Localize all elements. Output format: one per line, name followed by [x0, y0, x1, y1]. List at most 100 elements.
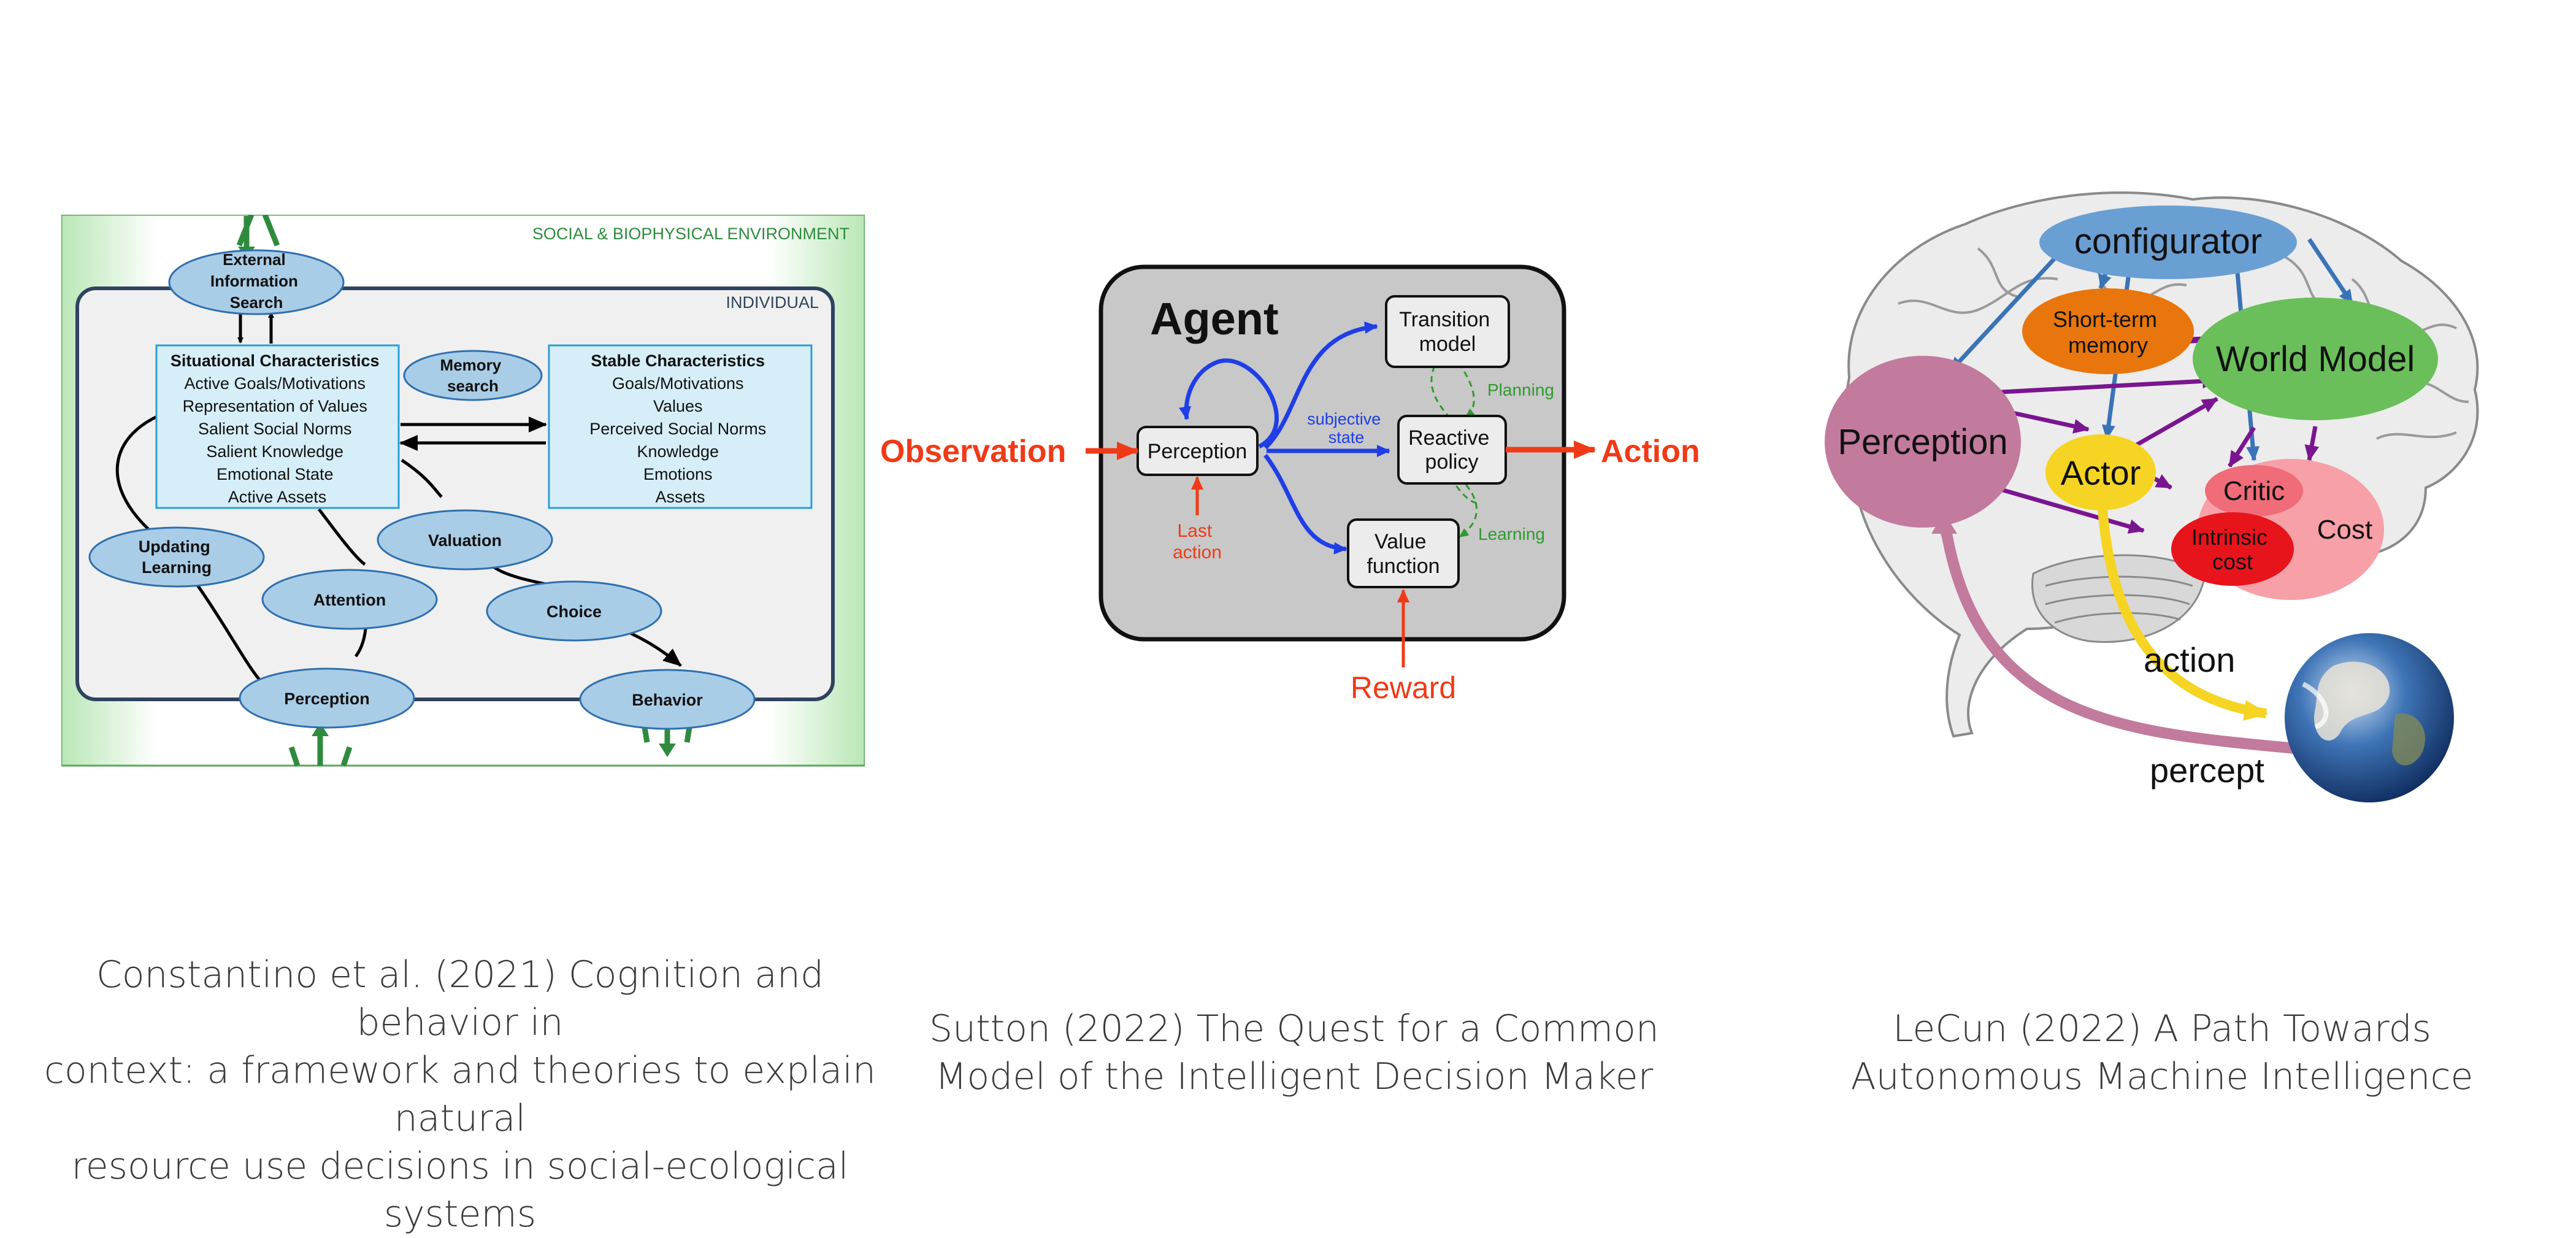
value-function-label: Value	[1374, 530, 1426, 553]
svg-text:Intrinsic cost: Intrinsic cost	[2191, 525, 2274, 574]
memory-search-line: search	[447, 377, 499, 395]
stable-item: Knowledge	[637, 442, 719, 461]
intrinsic-cost-label: Intrinsic	[2191, 525, 2267, 550]
perception-module-node	[1825, 356, 2021, 528]
behavior-node	[579, 669, 756, 730]
environment-label: SOCIAL & BIOPHYSICAL ENVIRONMENT	[532, 225, 849, 243]
last-action-label: action	[1173, 542, 1222, 563]
situational-item: Emotional State	[217, 465, 334, 483]
world-model-label: World Model	[2216, 339, 2415, 379]
stable-item: Assets	[655, 488, 705, 506]
action-output-label: action	[2144, 640, 2235, 679]
situational-item: Salient Knowledge	[206, 442, 343, 461]
actor-node	[2045, 434, 2156, 510]
caption-sutton: Sutton (2022) The Quest for a Common Mod…	[920, 1005, 1668, 1101]
reactive-policy-label: Reactive	[1408, 426, 1489, 450]
behavior-label: Behavior	[632, 691, 703, 709]
memory-search-node	[403, 350, 543, 401]
svg-text:Value function: Value function	[1367, 530, 1439, 578]
critic-label: Critic	[2223, 476, 2285, 506]
planning-label: Planning	[1487, 380, 1554, 399]
svg-text:subjective state: subjective state	[1307, 410, 1386, 447]
subjective-state-label: state	[1328, 428, 1365, 447]
caption-line: Model of the Intelligent Decision Maker	[935, 1055, 1654, 1098]
agent-internal-arrows	[1179, 321, 1390, 555]
updating-learning-line: Learning	[142, 558, 212, 577]
earth-globe	[2285, 633, 2454, 802]
situational-title: Situational Characteristics	[171, 352, 380, 370]
external-search-line: External	[223, 250, 286, 269]
short-term-memory-label: Short-term	[2053, 307, 2157, 332]
observation-label: Observation	[880, 434, 1066, 469]
lecun-architecture-diagram: configurator Short-term memory World Mod…	[1825, 181, 2512, 807]
external-search-line: Search	[230, 293, 283, 312]
caption-line: context: a framework and theories to exp…	[44, 1049, 876, 1140]
configurator-label: configurator	[2074, 221, 2262, 261]
valuation-node	[377, 509, 553, 571]
caption-constantino: Constantino et al. (2021) Cognition and …	[18, 951, 902, 1238]
short-term-memory-node	[2022, 288, 2194, 374]
valuation-label: Valuation	[428, 531, 502, 550]
attention-node	[261, 569, 438, 630]
cost-label: Cost	[2317, 515, 2372, 545]
io-arrows	[1086, 440, 1596, 667]
perception-module-label: Perception	[1838, 422, 2007, 462]
critic-node	[2205, 465, 2303, 517]
transition-model-box	[1385, 295, 1510, 368]
value-function-box	[1347, 518, 1460, 588]
choice-label: Choice	[546, 602, 602, 621]
actor-label: Actor	[2061, 453, 2141, 492]
action-label: Action	[1601, 434, 1700, 469]
learning-label: Learning	[1478, 525, 1545, 544]
sutton-agent-diagram: Agent subjective state Planning Learning…	[874, 258, 1720, 712]
external-search-line: Information	[210, 272, 298, 290]
attention-label: Attention	[313, 591, 386, 609]
stable-item: Perceived Social Norms	[589, 420, 766, 438]
situational-item: Active Goals/Motivations	[184, 374, 366, 393]
percept-input-label: percept	[2150, 751, 2264, 790]
situational-item: Active Assets	[228, 488, 327, 506]
stable-item: Values	[653, 397, 703, 415]
svg-text:Transition model: Transition model	[1399, 308, 1495, 356]
env-arrows-perception	[288, 723, 353, 767]
situational-item: Salient Social Norms	[198, 420, 352, 438]
transition-model-label: model	[1419, 333, 1476, 356]
individual-label: INDIVIDUAL	[726, 293, 819, 312]
subjective-state-label: subjective	[1307, 410, 1381, 428]
svg-text:Stable Characteristics Goa: Stable Characteristics Goals/Motivations…	[589, 352, 771, 506]
percept-arrow	[1938, 519, 2333, 757]
reward-label: Reward	[1351, 671, 1456, 705]
external-search-node	[168, 249, 345, 315]
short-term-memory-label: memory	[2068, 333, 2148, 358]
caption-lecun: LeCun (2022) A Path Towards Autonomous M…	[1815, 1005, 2509, 1101]
updating-learning-line: Updating	[139, 537, 210, 556]
intrinsic-cost-label: cost	[2212, 549, 2253, 574]
svg-text:Short-term memory: Short-term memory	[2053, 307, 2163, 358]
perception-box-label: Perception	[1148, 440, 1248, 463]
reactive-policy-label: policy	[1425, 450, 1479, 474]
caption-line: resource use decisions in social-ecologi…	[71, 1145, 849, 1236]
stable-title: Stable Characteristics	[591, 352, 765, 370]
stable-item: Emotions	[643, 465, 713, 483]
svg-text:Memory search: Memory search	[440, 356, 506, 395]
svg-text:Last action: Last action	[1173, 521, 1222, 563]
choice-node	[486, 580, 662, 642]
perception-label: Perception	[284, 690, 370, 708]
agent-title: Agent	[1150, 293, 1279, 344]
transition-model-label: Transition	[1399, 308, 1490, 331]
situational-characteristics-box	[155, 344, 400, 509]
intrinsic-cost-node	[2171, 512, 2294, 586]
caption-line: Constantino et al. (2021) Cognition and …	[96, 953, 824, 1044]
perception-node	[239, 667, 415, 729]
updating-learning-node	[88, 526, 265, 588]
stable-item: Goals/Motivations	[612, 374, 744, 393]
world-model-node	[2193, 298, 2438, 420]
value-function-label: function	[1367, 555, 1439, 578]
action-arrow	[2096, 459, 2269, 721]
caption-line: Sutton (2022) The Quest for a Common	[929, 1007, 1659, 1050]
svg-text:External Information S: External Information Search	[210, 250, 302, 312]
caption-line: Autonomous Machine Intelligence	[1850, 1055, 2474, 1098]
configurator-node	[2039, 206, 2297, 279]
last-action-label: Last	[1177, 521, 1212, 541]
caption-line: LeCun (2022) A Path Towards	[1893, 1007, 2431, 1050]
